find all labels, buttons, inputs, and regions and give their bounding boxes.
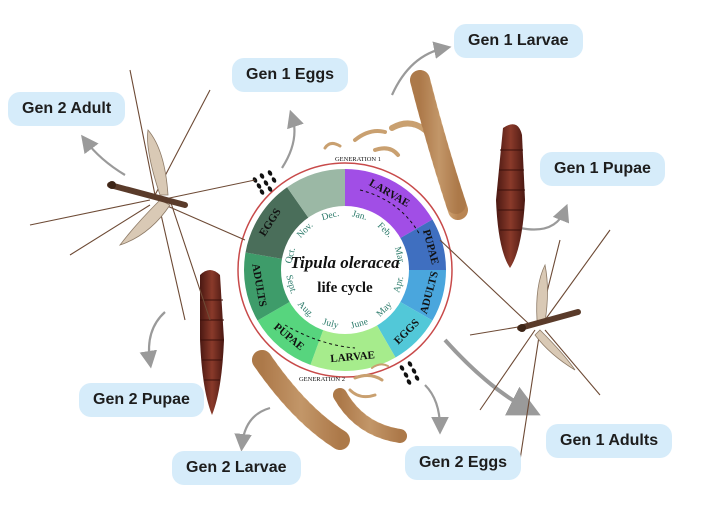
generation-2-label: GENERATION 2	[299, 376, 345, 383]
center-disc	[282, 207, 408, 333]
gen2-dashed-line	[284, 324, 356, 349]
gen1-larvae-label: Gen 1 Larvae	[454, 24, 583, 58]
month-label: Oct.	[284, 246, 298, 264]
ring-segment	[244, 252, 291, 321]
ring-segment	[287, 169, 345, 219]
month-label: Dec.	[321, 209, 341, 223]
cycle-arrows	[81, 41, 570, 452]
gen1-dashed-line	[359, 189, 421, 236]
ring-segment	[257, 301, 324, 365]
month-label: Sept.	[283, 274, 298, 295]
gen2-pupa	[200, 270, 224, 415]
ring-segment	[399, 270, 446, 321]
ring-segment	[245, 187, 309, 260]
arrow-to-gen1-pupae	[519, 203, 570, 231]
gen2-larvae-label: Gen 2 Larvae	[172, 451, 301, 485]
month-label: June	[350, 317, 369, 331]
gen1-eggs-label: Gen 1 Eggs	[232, 58, 349, 92]
gen1-pupa	[496, 124, 525, 268]
gen2-eggs-label: Gen 2 Eggs	[405, 446, 522, 480]
generation-1-label: GENERATION 1	[335, 156, 381, 163]
arrow-to-gen1-larvae	[390, 41, 452, 96]
gen2-adult-label: Gen 2 Adult	[8, 92, 126, 126]
gen2-adult-fly	[29, 69, 256, 321]
egg-cluster-gen2	[399, 361, 420, 385]
gen2-larva-left	[252, 350, 350, 450]
month-label: Mar.	[392, 246, 406, 266]
gen1-pupae-label: Gen 1 Pupae	[540, 152, 665, 186]
arrow-to-gen1-eggs	[281, 109, 304, 169]
small-larvae-gen2	[348, 363, 389, 399]
month-label: Apr.	[392, 275, 406, 294]
arrow-to-gen1-adults	[443, 338, 541, 416]
gen2-larva-right	[333, 388, 407, 443]
center-subtitle: life cycle	[317, 280, 373, 296]
month-label: July	[322, 317, 340, 331]
arrow-to-gen2-eggs	[424, 384, 449, 435]
gen1-adult-fly	[439, 229, 611, 461]
small-larvae-gen1	[323, 120, 428, 157]
center-title: Tipula oleracea	[290, 253, 400, 272]
ring-segment-label: LARVAE	[330, 349, 376, 365]
month-labels: Jan.Feb.Mar.Apr.MayJuneJulyAug.Sept.Oct.…	[283, 209, 406, 331]
ring-segment	[399, 219, 446, 270]
arrow-to-gen2-adult	[81, 134, 126, 176]
gen1-larva	[410, 70, 468, 220]
gen1-adults-label: Gen 1 Adults	[546, 424, 673, 458]
ring-segment	[376, 301, 433, 358]
arrow-to-gen2-larvae	[234, 406, 271, 452]
center-disc-edge	[281, 206, 409, 334]
egg-cluster-gen1	[252, 170, 277, 195]
gen2-pupae-label: Gen 2 Pupae	[79, 383, 204, 417]
outer-ring	[237, 162, 453, 378]
month-label: Jan.	[351, 209, 368, 223]
arrow-to-gen2-pupae	[139, 311, 166, 369]
